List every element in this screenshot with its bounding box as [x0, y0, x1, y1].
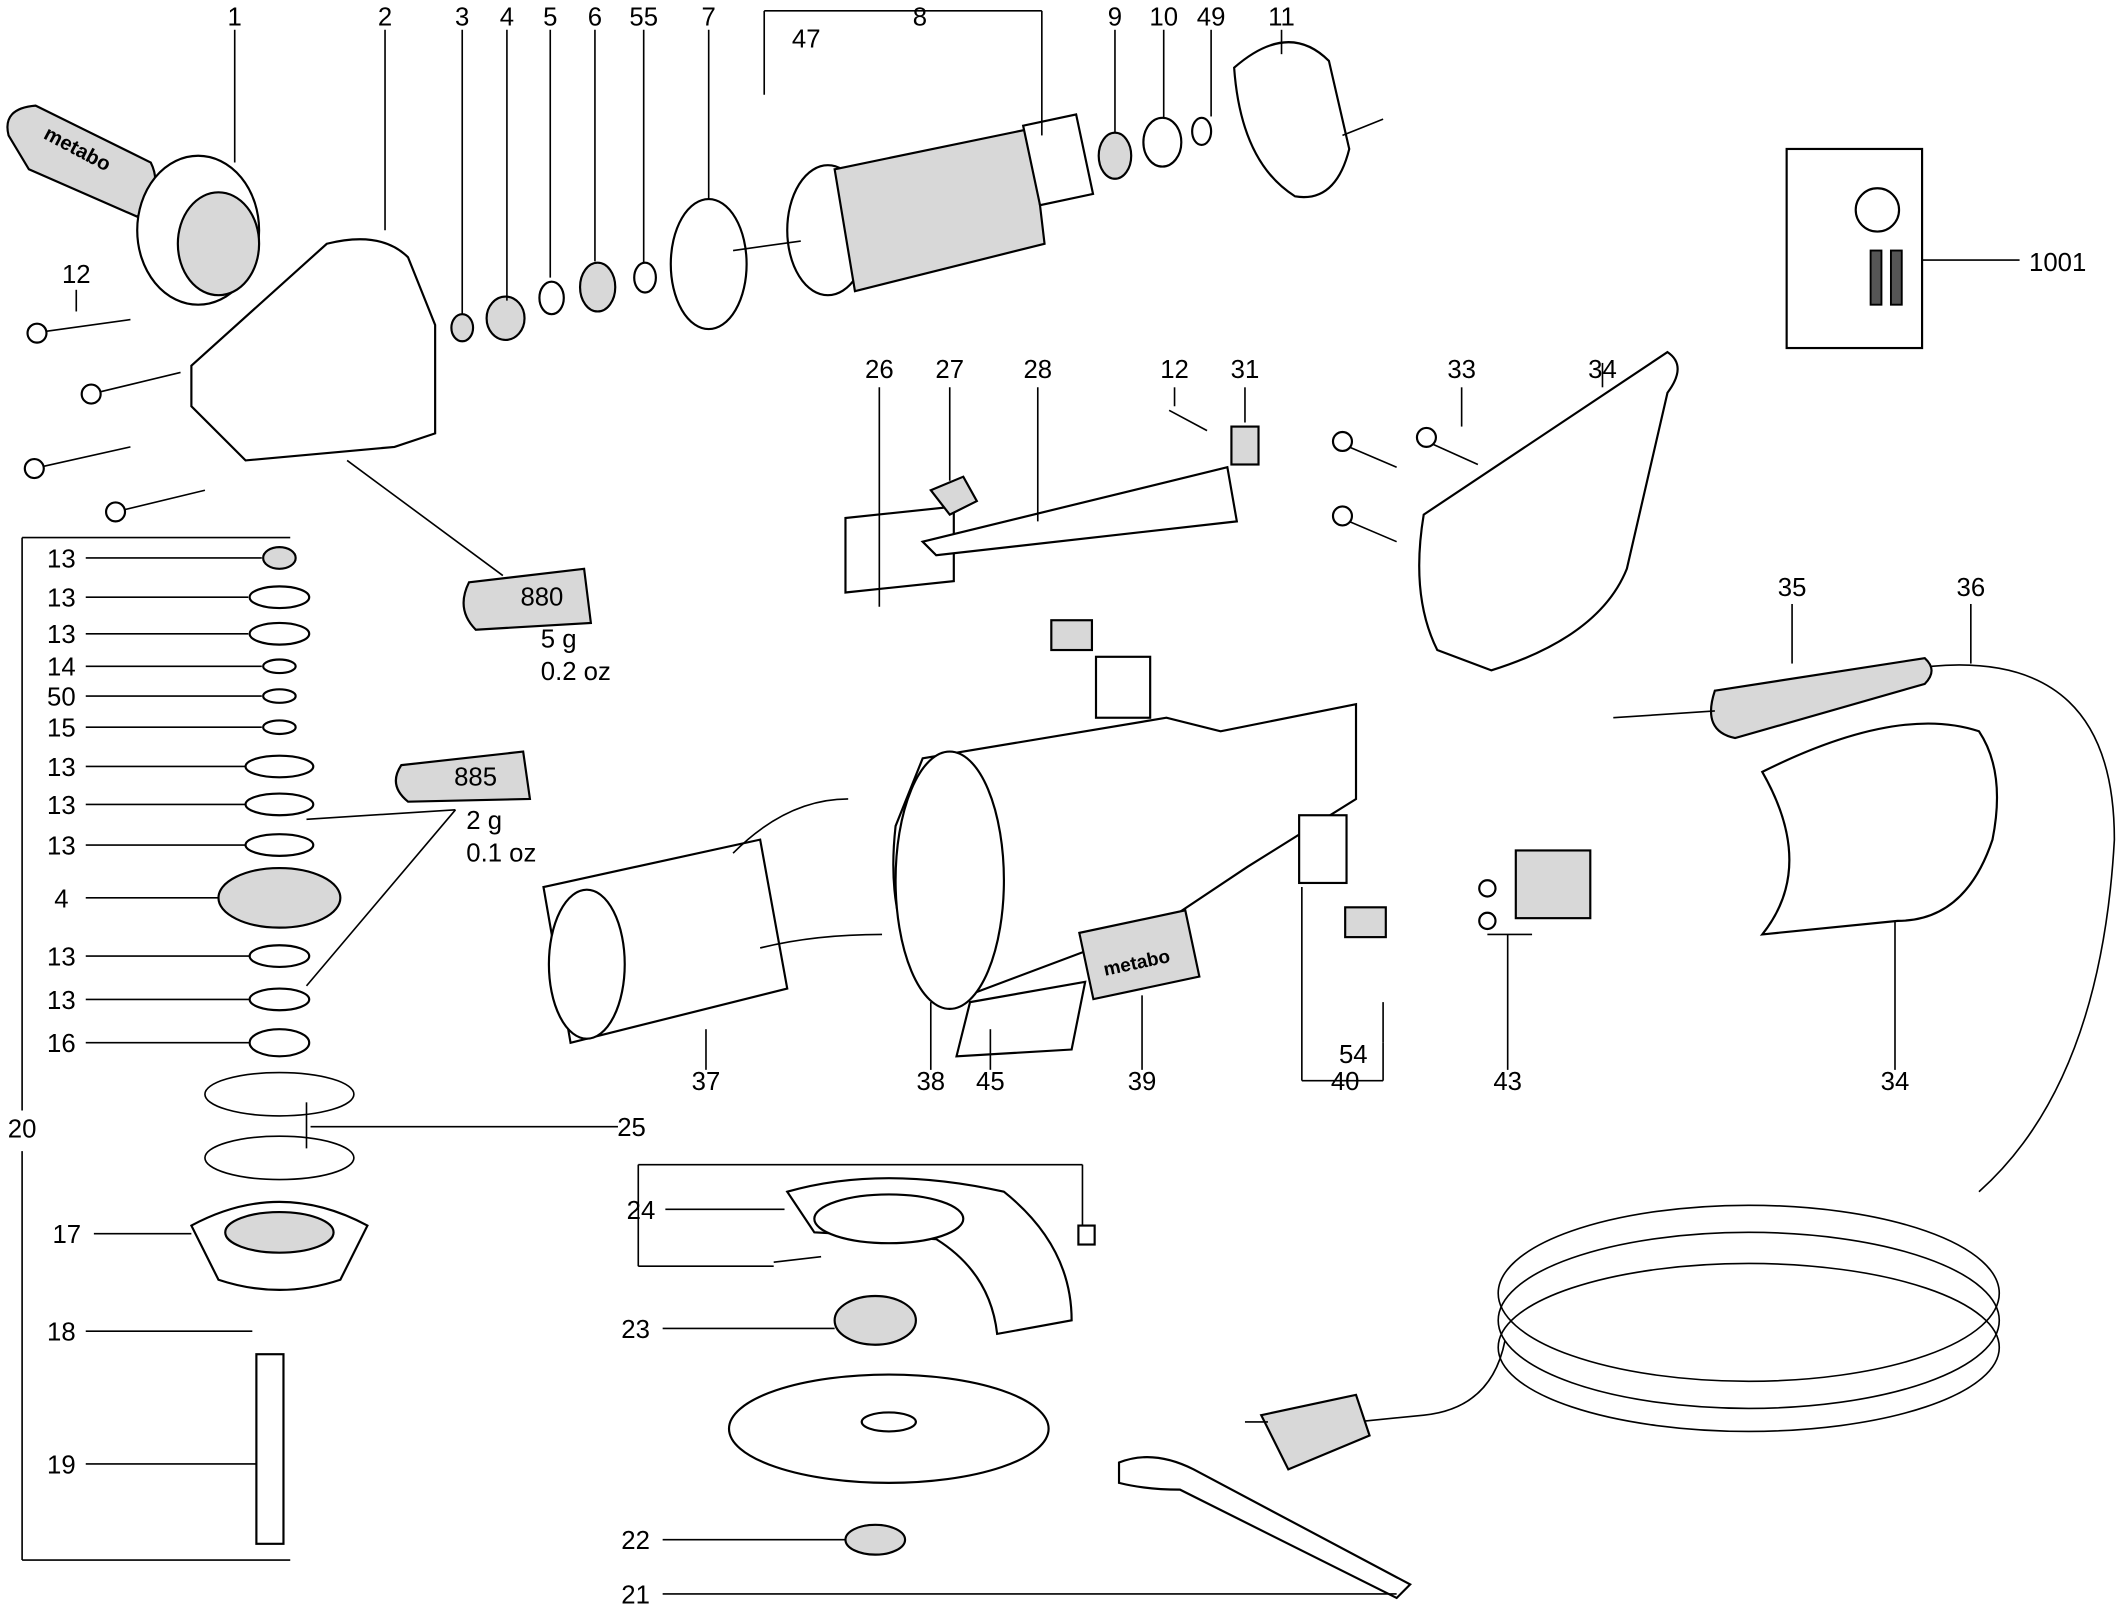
part-callout: 10	[1149, 4, 1178, 32]
part-callout: 49	[1197, 4, 1226, 32]
part-callout: 16	[47, 1030, 76, 1058]
part-callout: 20	[8, 1116, 37, 1144]
part-callout: 13	[47, 585, 76, 613]
part-callout: 13	[47, 833, 76, 861]
part-callout: 13	[47, 987, 76, 1015]
armature	[732, 113, 1095, 297]
part-callout: 40	[1331, 1068, 1360, 1096]
part-callout: 36	[1957, 574, 1986, 602]
part-callout: 19	[47, 1451, 76, 1479]
part-callout: 5	[543, 4, 557, 32]
screws-12	[23, 318, 206, 523]
part-callout: 12	[1160, 356, 1189, 384]
part-callout: 18	[47, 1319, 76, 1347]
part-callout: 6	[588, 4, 602, 32]
grease-880-label: 880 5 g 0.2 oz	[520, 583, 610, 685]
part-callout: 54	[1339, 1041, 1368, 1069]
part-callout: 31	[1231, 356, 1260, 384]
part-callout: 39	[1128, 1068, 1157, 1096]
handle-shell-lower	[1759, 722, 1999, 936]
part-callout: 4	[54, 885, 68, 913]
part-callout: 2	[378, 4, 392, 32]
part-callout: 13	[47, 792, 76, 820]
part-callout: 12	[62, 261, 91, 289]
part-callout: 13	[47, 621, 76, 649]
part-callout: 14	[47, 654, 76, 682]
part-callout: 4	[500, 4, 514, 32]
side-handle: metabo	[6, 104, 261, 306]
part-callout: 33	[1447, 356, 1476, 384]
part-callout: 15	[47, 715, 76, 743]
part-callout: 11	[1268, 4, 1295, 32]
part-callout: 22	[621, 1527, 650, 1555]
leader-line	[306, 809, 456, 821]
grease-885-grams: 2 g	[466, 807, 502, 835]
grease-885-label: 885 2 g 0.1 oz	[454, 763, 536, 867]
gear-stack-parts	[189, 546, 369, 1545]
grease-885-code: 885	[454, 763, 497, 791]
part-callout: 13	[47, 754, 76, 782]
grease-880-grams: 5 g	[541, 625, 577, 653]
parts-drawings: metabo	[6, 41, 2116, 1600]
part-callout: 21	[621, 1581, 650, 1609]
leader-lines	[21, 10, 1972, 1595]
part-callout: 13	[47, 944, 76, 972]
part-callout: 27	[935, 356, 964, 384]
part-callout: 47	[792, 25, 821, 53]
part-callout: 24	[627, 1197, 656, 1225]
part-callout: 38	[916, 1068, 945, 1096]
part-callout: 9	[1108, 4, 1122, 32]
part-callout: 50	[47, 684, 76, 712]
part-callout: 13	[47, 545, 76, 573]
part-callout: 26	[865, 356, 894, 384]
part-callout: 45	[976, 1068, 1005, 1096]
part-callout: 1	[228, 4, 242, 32]
inset-wiring-detail	[1785, 147, 2020, 350]
grease-880-ounces: 0.2 oz	[541, 658, 611, 686]
grease-880-code: 880	[520, 583, 563, 611]
part-callout: 23	[621, 1316, 650, 1344]
part-callout: 3	[455, 4, 469, 32]
leader-line	[346, 459, 504, 577]
part-callout: 34	[1881, 1068, 1910, 1096]
part-callout: 7	[702, 4, 716, 32]
grease-885-ounces: 0.1 oz	[466, 839, 536, 867]
part-callout: 1001	[2029, 249, 2086, 277]
stator	[542, 798, 883, 1045]
part-callout: 55	[629, 4, 658, 32]
part-callout: 17	[52, 1221, 81, 1249]
part-callout: 8	[913, 4, 927, 32]
gear-housing	[190, 238, 437, 462]
motor-end-cap	[1233, 41, 1351, 199]
part-callout: 43	[1493, 1068, 1522, 1096]
part-callout: 28	[1023, 356, 1052, 384]
spanner-wrench	[1117, 1456, 1412, 1600]
handle-shell-upper	[1418, 350, 1679, 672]
part-callout: 37	[692, 1068, 721, 1096]
leader-line	[305, 809, 457, 987]
part-callout: 25	[617, 1114, 646, 1142]
part-callout: 34	[1588, 356, 1617, 384]
part-callout: 35	[1778, 574, 1807, 602]
